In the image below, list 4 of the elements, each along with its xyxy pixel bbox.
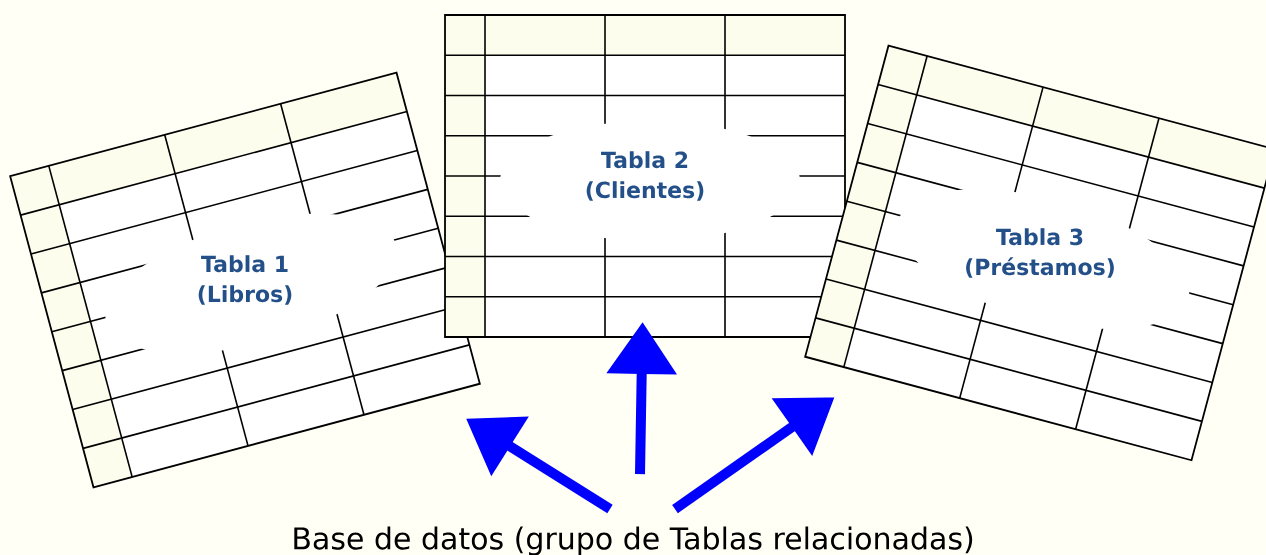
table: Tabla 3 (Préstamos): [804, 44, 1266, 462]
table: Tabla 1 (Libros): [9, 71, 481, 489]
table: Tabla 2 (Clientes): [444, 14, 846, 338]
caption-text: Base de datos (grupo de Tablas relacionadas): [294, 526, 973, 555]
